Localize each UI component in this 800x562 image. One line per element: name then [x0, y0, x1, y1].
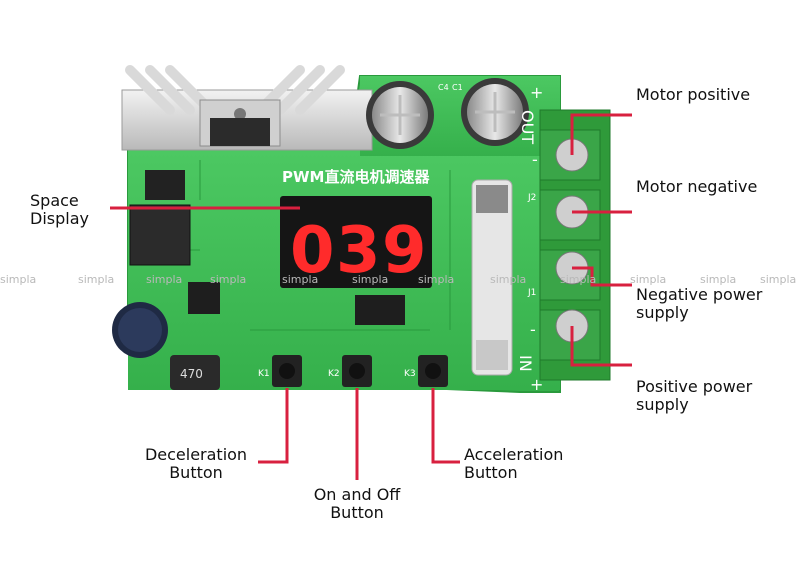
label-space-display-line2: Display — [30, 209, 89, 228]
button-k3[interactable] — [418, 355, 448, 387]
silk-in: IN — [516, 355, 535, 372]
silk-j2: J2 — [527, 193, 536, 203]
small-capacitor — [112, 302, 168, 358]
label-negative-power-line1: Negative power — [636, 285, 763, 304]
label-deceleration: Deceleration Button — [136, 446, 256, 482]
label-acceleration-line2: Button — [464, 463, 518, 482]
inductor-code: 470 — [180, 367, 203, 381]
watermark-12: simpla — [760, 273, 797, 286]
capacitor-right — [461, 78, 529, 146]
label-positive-power-line2: supply — [636, 395, 689, 414]
label-negative-power-line2: supply — [636, 303, 689, 322]
label-acceleration-line1: Acceleration — [464, 445, 564, 464]
callout-line-motor-positive — [570, 113, 632, 155]
pcb-traces — [140, 160, 451, 331]
capacitor-left — [366, 81, 434, 149]
watermark-11: simpla — [700, 273, 737, 286]
watermark-8: simpla — [490, 273, 527, 286]
silk-plus-top: + — [530, 83, 543, 102]
silk-minus-bottom: - — [530, 320, 536, 339]
label-negative-power: Negative power supply — [636, 286, 762, 322]
heatsink — [121, 65, 373, 151]
button-k2[interactable] — [342, 355, 372, 387]
label-space-display-line1: Space — [30, 191, 79, 210]
silk-k3: K3 — [404, 369, 416, 379]
display-digit-2: 3 — [336, 214, 381, 288]
label-onoff-line2: Button — [330, 503, 384, 522]
label-space-display: Space Display — [30, 192, 89, 228]
silk-c4: C4 — [438, 83, 449, 92]
terminal-block — [539, 109, 611, 381]
silk-plus-bottom: + — [530, 375, 543, 394]
watermark-10: simpla — [630, 273, 667, 286]
watermark-5: simpla — [282, 273, 319, 286]
callout-line-negative-power — [572, 266, 632, 287]
label-motor-negative: Motor negative — [636, 177, 758, 196]
callout-lines — [110, 113, 632, 480]
label-positive-power: Positive power supply — [636, 378, 752, 414]
callout-line-positive-power — [570, 326, 632, 367]
silk-k2: K2 — [328, 369, 340, 379]
fuse — [471, 179, 513, 376]
power-transistor — [129, 204, 191, 266]
display-digit-1: 0 — [290, 214, 335, 288]
watermark-2: simpla — [78, 273, 115, 286]
regulator-chip — [145, 170, 185, 200]
silk-out: OUT — [518, 110, 537, 144]
watermark-6: simpla — [352, 273, 389, 286]
ic-main — [355, 295, 405, 325]
inductor: 470 — [170, 355, 220, 390]
seven-segment-display: 0 3 9 — [280, 196, 432, 288]
label-onoff-line1: On and Off — [313, 485, 401, 504]
silk-minus-top: - — [532, 150, 538, 169]
label-positive-power-line1: Positive power — [636, 377, 753, 396]
button-k1[interactable] — [272, 355, 302, 387]
callout-line-acceleration — [431, 388, 460, 464]
silk-j1: J1 — [527, 288, 536, 298]
label-deceleration-line1: Deceleration — [144, 445, 248, 464]
ic-small — [188, 282, 220, 314]
board-title: PWM直流电机调速器 — [282, 168, 430, 186]
silk-k1: K1 — [258, 369, 270, 379]
label-deceleration-line2: Button — [169, 463, 223, 482]
label-acceleration: Acceleration Button — [464, 446, 563, 482]
watermark-9: simpla — [560, 273, 597, 286]
silk-c1: C1 — [452, 83, 463, 92]
display-digit-3: 9 — [382, 214, 427, 288]
watermark-4: simpla — [210, 273, 247, 286]
watermark-7: simpla — [418, 273, 455, 286]
watermark-1: simpla — [0, 273, 37, 286]
label-motor-positive: Motor positive — [636, 85, 751, 104]
label-onoff: On and Off Button — [300, 486, 414, 522]
callout-line-deceleration — [258, 388, 289, 464]
watermark-3: simpla — [146, 273, 183, 286]
